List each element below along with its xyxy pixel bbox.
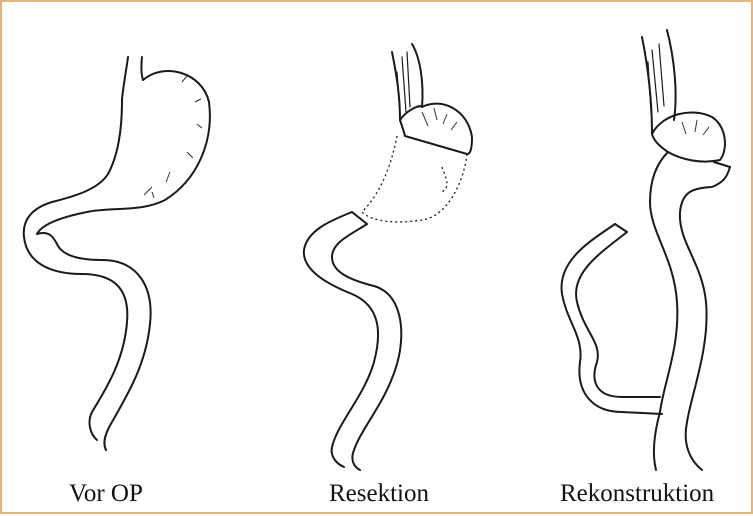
stage-resection-drawing [304, 44, 472, 470]
stage-reconstruction-drawing [562, 30, 730, 470]
caption-resektion: Resektion [329, 480, 429, 508]
caption-vor-op: Vor OP [69, 480, 143, 508]
caption-rekonstruktion: Rekonstruktion [560, 480, 714, 508]
stage-before-surgery-drawing [24, 57, 210, 450]
